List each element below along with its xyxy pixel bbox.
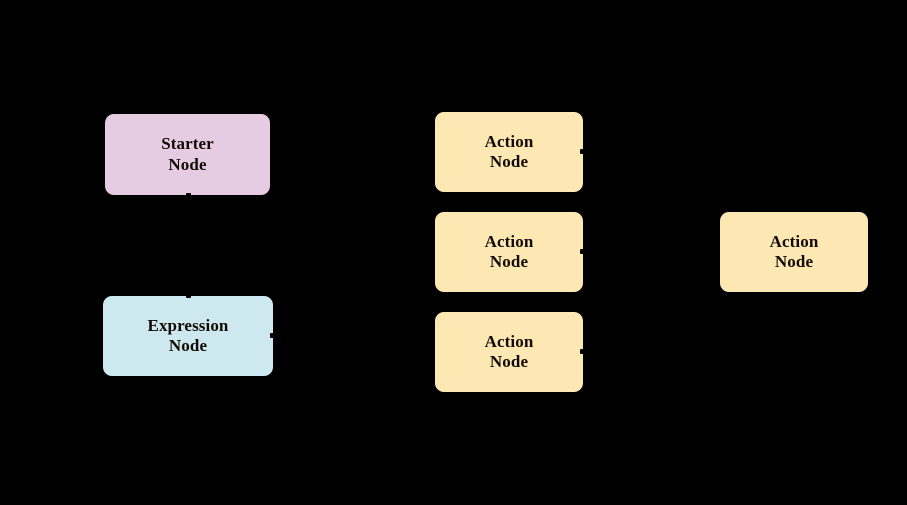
node-expression-label: Expression Node [103, 316, 273, 356]
port-expression-right [270, 333, 275, 338]
port-action-3-right [580, 349, 585, 354]
node-action-2[interactable]: Action Node [435, 212, 583, 292]
node-action-3-label-line1: Action [484, 331, 534, 351]
node-expression-label-line2: Node [168, 336, 208, 355]
node-action-3[interactable]: Action Node [435, 312, 583, 392]
node-action-2-label-line2: Node [489, 252, 529, 271]
node-action-4[interactable]: Action Node [720, 212, 868, 292]
node-action-4-label: Action Node [720, 232, 868, 272]
node-action-1[interactable]: Action Node [435, 112, 583, 192]
node-action-1-label-line1: Action [484, 131, 534, 151]
edge-expression-to-action-3 [273, 335, 435, 353]
node-action-4-label-line1: Action [769, 231, 819, 251]
edge-action-1-to-action-4 [583, 151, 720, 253]
port-expression-top [186, 293, 191, 298]
node-action-1-label: Action Node [435, 132, 583, 172]
node-action-1-label-line2: Node [489, 152, 529, 171]
port-action-1-right [580, 149, 585, 154]
edge-expression-to-action-2 [273, 251, 435, 337]
node-action-3-label-line2: Node [489, 352, 529, 371]
node-action-3-label: Action Node [435, 332, 583, 372]
node-starter-label: Starter Node [105, 134, 270, 174]
node-action-2-label-line1: Action [484, 231, 534, 251]
edge-action-3-to-action-4 [583, 251, 720, 353]
port-action-2-right [580, 249, 585, 254]
node-starter[interactable]: Starter Node [105, 114, 270, 195]
node-starter-label-line1: Starter [161, 134, 214, 154]
node-expression[interactable]: Expression Node [103, 296, 273, 376]
node-action-2-label: Action Node [435, 232, 583, 272]
port-starter-bottom [186, 193, 191, 198]
edge-expression-to-action-1 [273, 151, 435, 337]
node-starter-label-line2: Node [168, 154, 207, 174]
node-expression-label-line1: Expression [147, 315, 229, 335]
node-action-4-label-line2: Node [774, 252, 814, 271]
